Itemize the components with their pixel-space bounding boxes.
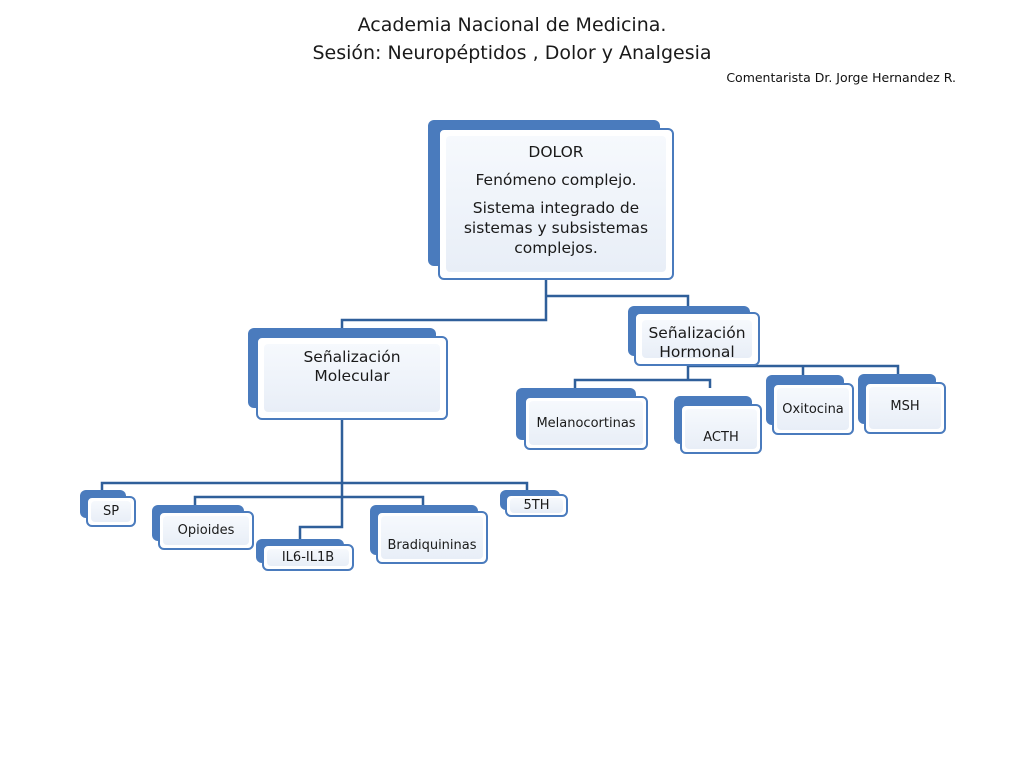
page-subtitle: Sesión: Neuropéptidos , Dolor y Analgesi… bbox=[312, 42, 712, 64]
node-molecular-label: Señalización Molecular bbox=[303, 348, 401, 385]
connector-hormonal-right bbox=[688, 364, 900, 374]
node-senalizacion-molecular: Señalización Molecular bbox=[248, 328, 448, 420]
node-bradiquininas-label: Bradiquininas bbox=[387, 538, 477, 553]
node-sp: SP bbox=[80, 490, 136, 527]
connector-hormonal-left bbox=[573, 378, 712, 388]
page-title: Academia Nacional de Medicina. bbox=[357, 14, 667, 36]
node-opioides-label: Opioides bbox=[177, 523, 235, 538]
node-melanocortinas-label: Melanocortinas bbox=[536, 415, 636, 431]
node-oxitocina: Oxitocina bbox=[766, 375, 854, 435]
node-senalizacion-hormonal: Señalización Hormonal bbox=[628, 306, 760, 366]
node-dolor-title: DOLOR bbox=[528, 143, 584, 161]
connector-il6 bbox=[298, 483, 344, 539]
node-oxitocina-label: Oxitocina bbox=[782, 402, 844, 417]
node-sp-label: SP bbox=[102, 504, 120, 519]
node-opioides: Opioides bbox=[152, 505, 254, 550]
node-dolor: DOLOR Fenómeno complejo. Sistema integra… bbox=[428, 120, 676, 282]
node-acth-label: ACTH bbox=[703, 430, 739, 445]
node-5th: 5TH bbox=[500, 490, 568, 517]
connector-root-molecular bbox=[340, 280, 548, 330]
node-bradiquininas: Bradiquininas bbox=[370, 505, 488, 564]
connector-root-hormonal bbox=[546, 294, 690, 306]
node-il6-il1b: IL6-IL1B bbox=[256, 539, 354, 571]
node-dolor-description: Sistema integrado de sistemas y subsiste… bbox=[463, 199, 649, 257]
node-melanocortinas: Melanocortinas bbox=[516, 388, 648, 450]
node-hormonal-label: Señalización Hormonal bbox=[648, 324, 746, 361]
node-acth: ACTH bbox=[674, 396, 762, 454]
node-il6-il1b-label: IL6-IL1B bbox=[281, 550, 335, 565]
node-dolor-subtitle: Fenómeno complejo. bbox=[475, 171, 637, 189]
connector-opioides bbox=[193, 495, 425, 505]
node-5th-label: 5TH bbox=[523, 498, 550, 513]
node-msh-label: MSH bbox=[890, 399, 920, 414]
commentator-credit: Comentarista Dr. Jorge Hernandez R. bbox=[726, 70, 956, 85]
connector-sp bbox=[100, 481, 529, 490]
node-msh: MSH bbox=[858, 374, 946, 434]
